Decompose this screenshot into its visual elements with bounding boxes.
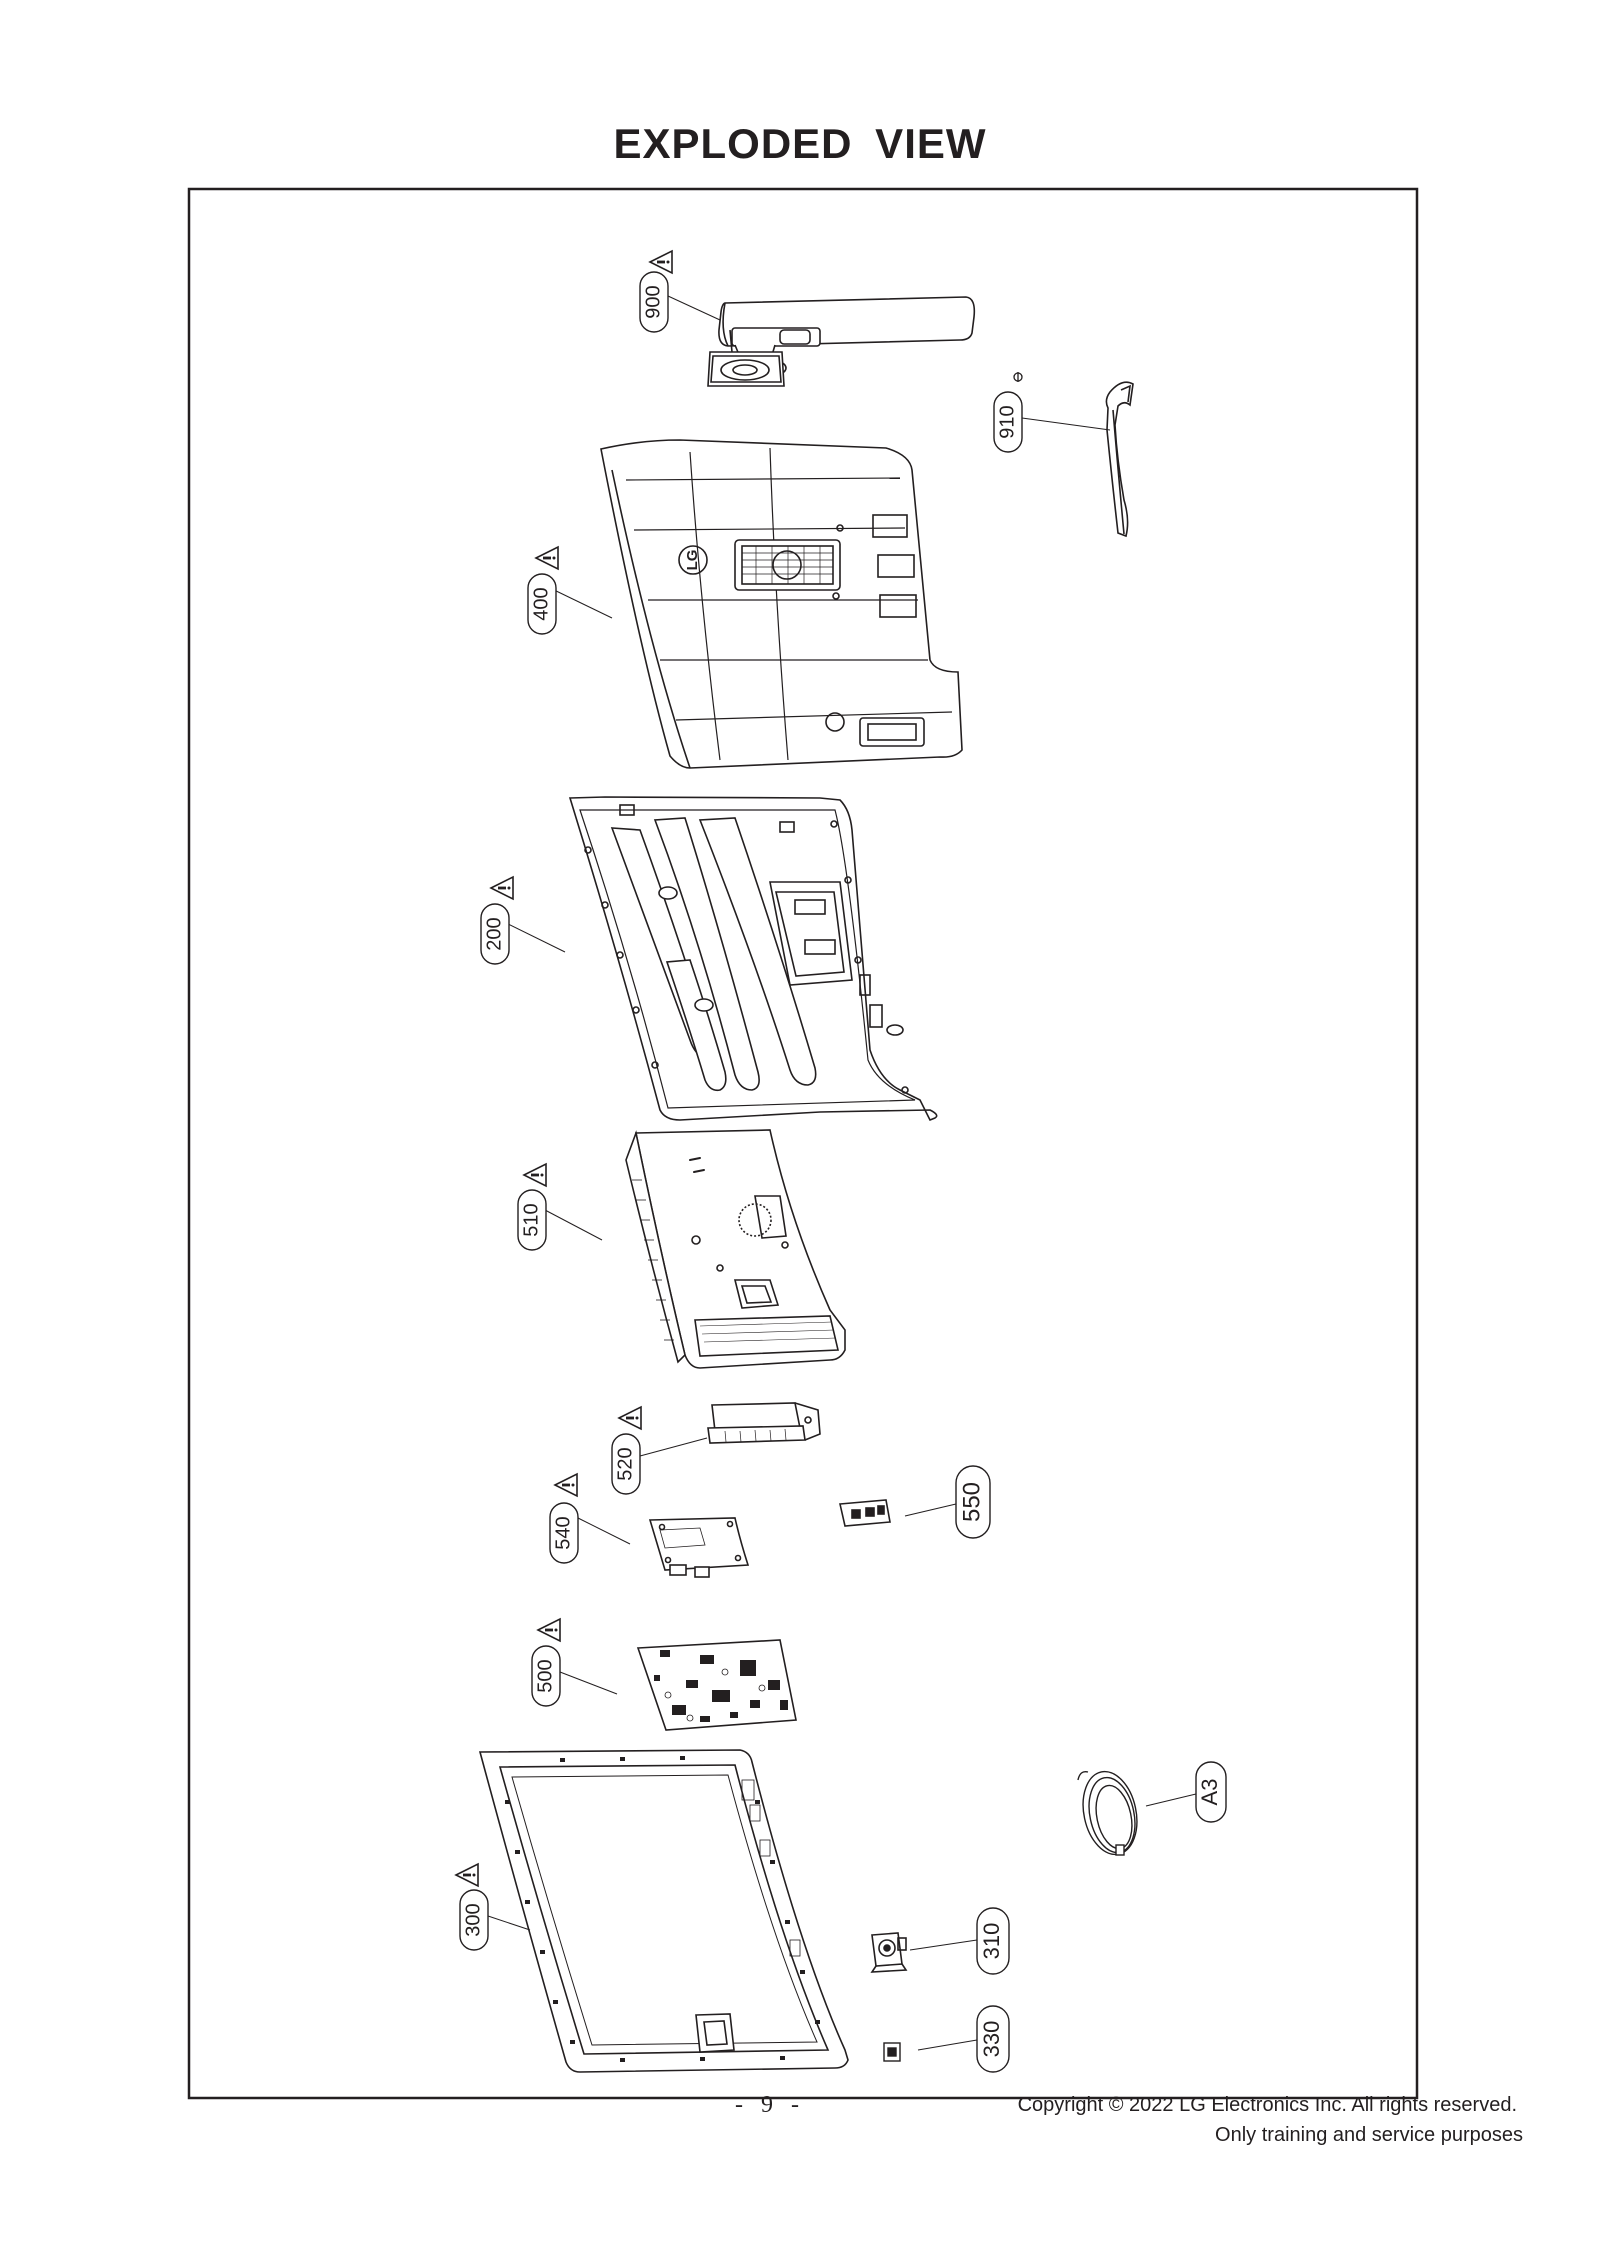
part-200-rear-frame [568, 796, 938, 1122]
callout-label-900: 900 [642, 285, 664, 318]
part-300-front-cover [478, 1749, 849, 2073]
leader-lines [487, 295, 1197, 2051]
part-400-back-cover: LG [600, 439, 963, 769]
callout-900: 900 [639, 250, 673, 333]
warning-icon [535, 546, 559, 570]
part-520-bracket [707, 1402, 821, 1444]
callout-label-310: 310 [979, 1923, 1004, 1960]
part-910-screw [1013, 372, 1023, 382]
warning-icon [455, 1863, 479, 1887]
part-510-main-frame [625, 1129, 846, 1369]
lg-logo: LG [684, 550, 701, 571]
callout-label-A3: A3 [1197, 1779, 1222, 1806]
callout-330: 330 [976, 2005, 1010, 2073]
callout-label-300: 300 [462, 1903, 484, 1936]
part-330-small-part [883, 2042, 901, 2062]
part-910-stand-arm [1105, 381, 1134, 538]
callout-label-540: 540 [552, 1516, 574, 1549]
callout-500: 500 [531, 1618, 561, 1707]
callout-910: 910 [993, 391, 1023, 453]
part-550-sub-board [839, 1499, 891, 1527]
part-540-power-board [648, 1517, 750, 1578]
callout-520: 520 [611, 1406, 642, 1495]
part-310-joystick [870, 1932, 908, 1973]
usage-notice: Only training and service purposes [1215, 2124, 1523, 2146]
callout-label-910: 910 [996, 405, 1018, 438]
callout-510: 510 [517, 1163, 547, 1251]
part-500-main-board [636, 1639, 797, 1731]
warning-icon [537, 1618, 561, 1642]
callout-label-510: 510 [520, 1203, 542, 1236]
part-A3-cable [1077, 1770, 1138, 1856]
callout-label-500: 500 [534, 1659, 556, 1692]
callout-A3: A3 [1195, 1761, 1227, 1823]
drawing-frame [187, 187, 1419, 2100]
callout-200: 200 [480, 876, 514, 965]
callout-label-200: 200 [483, 917, 505, 950]
warning-icon [618, 1406, 642, 1430]
callout-550: 550 [955, 1465, 991, 1539]
callout-540: 540 [549, 1473, 579, 1564]
callout-label-550: 550 [958, 1482, 985, 1522]
callout-300: 300 [455, 1863, 489, 1951]
callout-label-330: 330 [979, 2021, 1004, 2058]
warning-icon [649, 250, 673, 274]
warning-icon [523, 1163, 547, 1187]
page-number: - 9 - [735, 2092, 805, 2118]
callout-400: 400 [527, 546, 559, 635]
copyright-notice: Copyright © 2022 LG Electronics Inc. All… [1017, 2094, 1517, 2116]
page-title: EXPLODED VIEW [613, 120, 987, 167]
warning-icon [490, 876, 514, 900]
part-900-stand-body [707, 296, 976, 387]
callout-label-400: 400 [530, 587, 552, 620]
warning-icon [554, 1473, 578, 1497]
callout-label-520: 520 [614, 1447, 636, 1480]
callout-310: 310 [976, 1907, 1010, 1975]
